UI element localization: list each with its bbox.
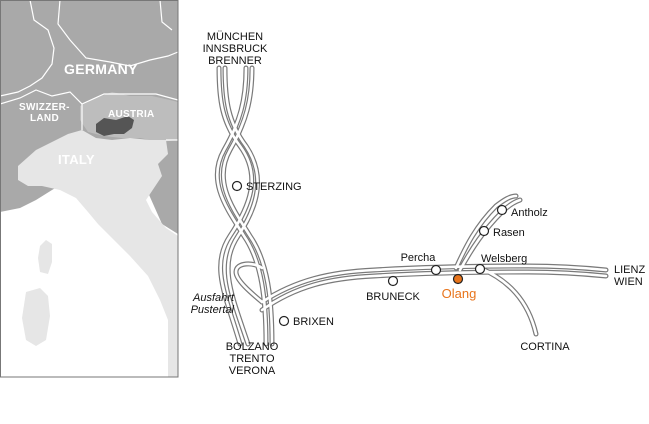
town-label-olang: Olang [442, 286, 477, 301]
dest-north-line3: BRENNER [208, 55, 262, 67]
town-label-bruneck: BRUNECK [366, 291, 420, 303]
highlight-region [96, 116, 134, 136]
town-marker-olang [452, 273, 464, 285]
town-marker-bruneck [387, 275, 399, 287]
dest-east-line2: WIEN [614, 276, 643, 288]
island-corsica [38, 240, 52, 274]
town-label-antholz: Antholz [511, 207, 548, 219]
inset-frame [0, 0, 179, 378]
dest-south-line1: BOLZANO [226, 341, 279, 353]
town-label-percha: Percha [401, 252, 437, 264]
town-marker-rasen [478, 225, 490, 237]
border-lines [0, 0, 179, 141]
dest-north-line1: MÜNCHEN [207, 31, 263, 43]
exit-label-line1: Ausfahrt [192, 292, 235, 304]
dest-south-line3: VERONA [229, 365, 276, 377]
dest-cortina: CORTINA [520, 341, 570, 353]
inset-map: GERMANY SWIZZER- LAND AUSTRIA ITALY [0, 0, 179, 378]
label-italy: ITALY [58, 152, 95, 167]
town-marker-brixen [278, 315, 290, 327]
dest-east-line1: LIENZ [614, 264, 645, 276]
town-marker-sterzing [231, 180, 243, 192]
town-marker-welsberg [474, 263, 486, 275]
dest-south-line2: TRENTO [229, 353, 274, 365]
dest-north-line2: INNSBRUCK [203, 43, 268, 55]
town-marker-antholz [496, 204, 508, 216]
italy-land [18, 130, 178, 377]
town-marker-percha [430, 264, 442, 276]
route-map: MÜNCHEN INNSBRUCK BRENNER BOLZANO TRENTO… [191, 31, 646, 377]
town-label-rasen: Rasen [493, 227, 525, 239]
exit-label-line2: Pustertal [191, 304, 235, 316]
town-label-brixen: BRIXEN [293, 316, 334, 328]
label-switzerland-line1: SWIZZER- [19, 102, 70, 113]
town-label-sterzing: STERZING [246, 181, 302, 193]
town-label-welsberg: Welsberg [481, 253, 527, 265]
island-sardinia [22, 288, 50, 346]
label-austria: AUSTRIA [108, 109, 155, 120]
label-switzerland-line2: LAND [30, 113, 59, 124]
label-germany: GERMANY [64, 61, 138, 77]
